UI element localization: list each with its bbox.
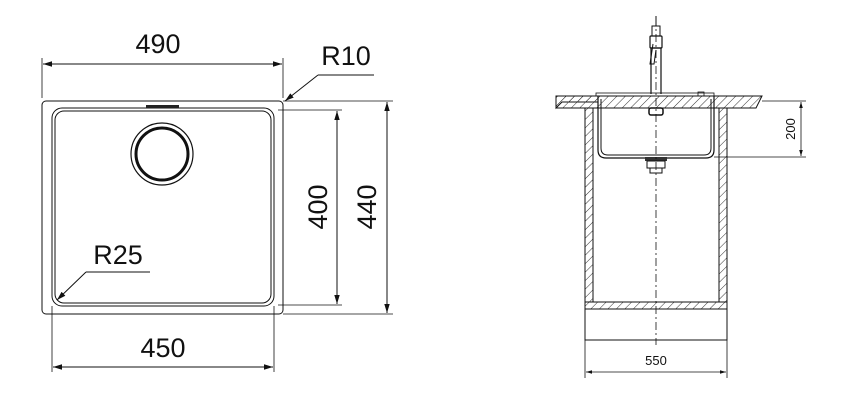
cabinet-width-label: 550 <box>645 353 667 368</box>
sink-bowl-inner-outline <box>54 110 272 304</box>
inner-height-label: 400 <box>303 184 333 229</box>
overflow-slot <box>146 105 179 108</box>
outer-width-label: 490 <box>135 29 180 59</box>
cabinet-left-wall <box>584 107 594 303</box>
outer-height-label: 440 <box>352 184 382 229</box>
r25-label: R25 <box>93 240 143 270</box>
cabinet-right-wall <box>718 107 728 303</box>
faucet-icon <box>649 16 705 97</box>
sink-bowl-section-inner <box>600 99 712 156</box>
plan-view: 490 R10 400 440 R25 450 <box>41 29 393 372</box>
section-view: 200 550 <box>555 16 806 378</box>
inner-width-label: 450 <box>140 333 185 363</box>
r25-leader-slope <box>56 271 87 301</box>
sink-rim-section <box>595 92 715 97</box>
depth-label: 200 <box>783 118 798 140</box>
drain-icon <box>130 122 194 186</box>
r10-leader-slope <box>284 74 319 102</box>
sink-bowl-outline <box>51 107 275 307</box>
r10-label: R10 <box>321 41 371 71</box>
countertop <box>555 95 763 110</box>
sink-outer-rim <box>41 100 284 315</box>
